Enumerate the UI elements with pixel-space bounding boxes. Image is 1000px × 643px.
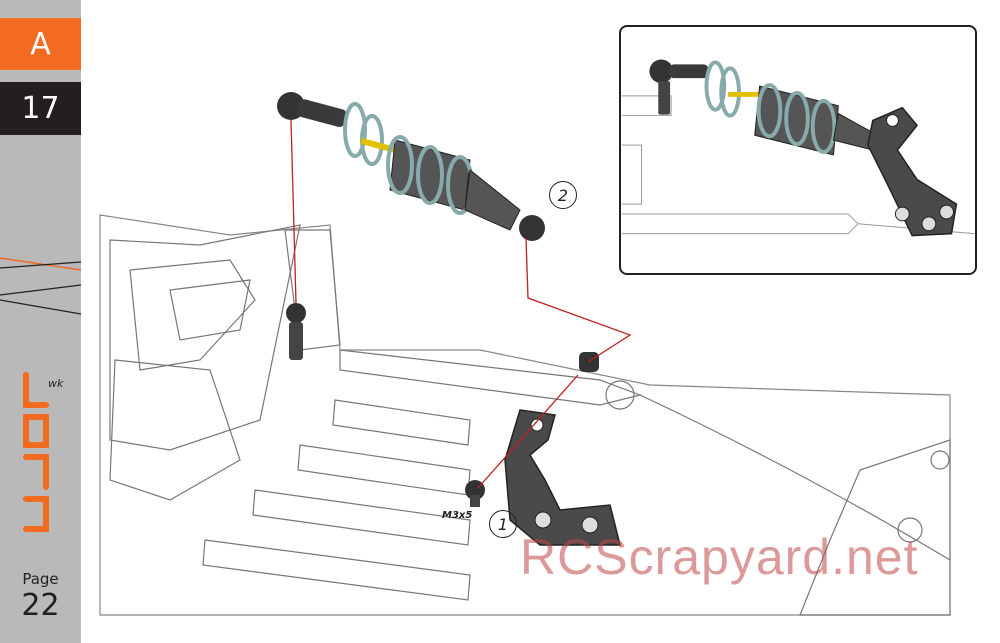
chassis-drawing bbox=[99, 92, 951, 616]
section-letter: A bbox=[30, 26, 51, 62]
carbon-shock-mount bbox=[504, 409, 621, 546]
watermark: RCScrapyard.net bbox=[520, 529, 919, 585]
inset-drawing bbox=[621, 59, 975, 237]
page-number: 22 bbox=[21, 588, 60, 623]
detail-inset bbox=[619, 25, 977, 275]
section-badge: A bbox=[0, 18, 81, 70]
step-number: 17 bbox=[21, 91, 60, 126]
shock-absorber bbox=[277, 92, 545, 241]
screw-size-label: M3x5 bbox=[442, 510, 473, 521]
brand-logo-icon: wk bbox=[23, 372, 64, 532]
callout-2-number: 2 bbox=[557, 185, 569, 205]
step-badge: 17 bbox=[0, 82, 81, 135]
callout-1-number: 1 bbox=[497, 514, 509, 534]
decorative-lines-icon bbox=[0, 257, 81, 315]
sidebar: A 17 wk Page 22 bbox=[0, 0, 81, 643]
page-label: Page bbox=[22, 570, 59, 588]
ball-stud bbox=[286, 303, 306, 360]
step-callout-2: 2 bbox=[549, 181, 577, 209]
svg-text:wk: wk bbox=[48, 377, 64, 390]
step-callout-1: 1 bbox=[489, 510, 517, 538]
